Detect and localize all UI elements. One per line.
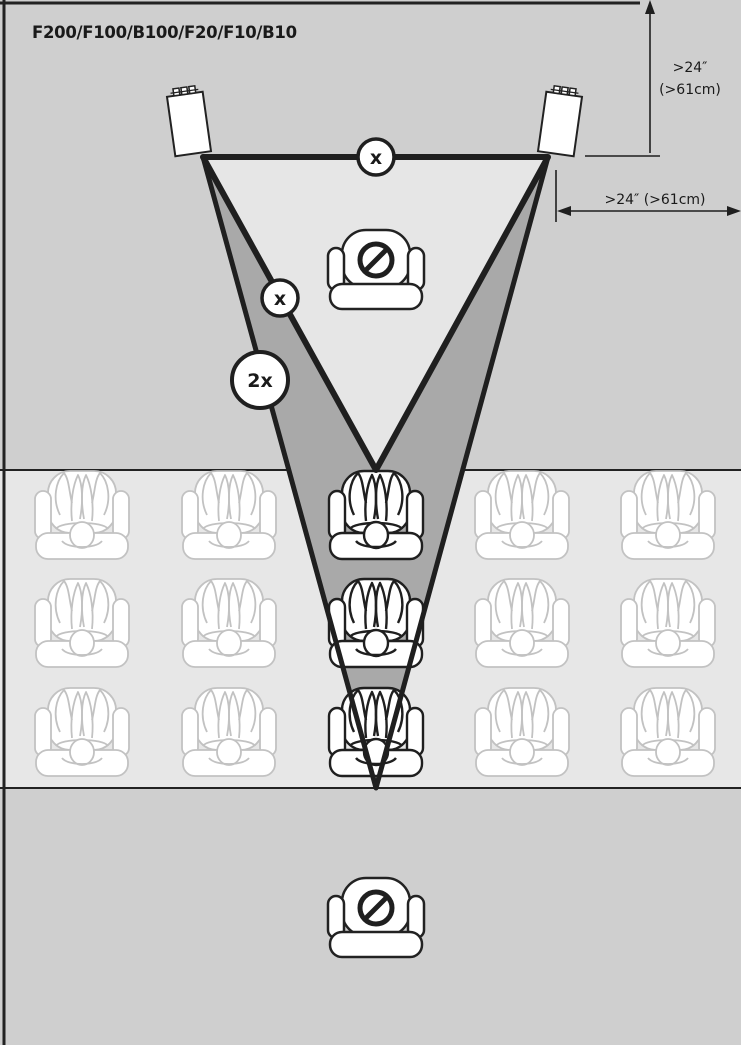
vertical-dimension-line2: (>61cm) [659,82,721,98]
audience-seat [621,688,715,776]
listener-seat [329,579,423,667]
audience-seat [475,471,569,559]
listener-seat [329,471,423,559]
listener-seat [329,688,423,776]
audience-seat [475,579,569,667]
audience-seat [621,471,715,559]
audience-seat [182,471,276,559]
listener-distance-badge: x [262,280,298,316]
vertical-dimension-line1: >24″ [673,60,708,76]
max-distance-label: 2x [247,370,272,392]
model-title: F200/F100/B100/F20/F10/B10 [32,23,297,42]
audience-seat [182,688,276,776]
audience-seat [182,579,276,667]
speaker-span-badge: x [358,139,394,175]
audience-seat [475,688,569,776]
listener-distance-label: x [274,288,286,310]
speaker-span-label: x [370,147,382,169]
audience-seat [621,579,715,667]
audience-seat [35,579,129,667]
audience-seat [35,688,129,776]
active-seat-column [329,471,423,776]
side-dimension-label: >24″ (>61cm) [604,192,705,208]
audience-seat [35,471,129,559]
max-distance-badge: 2x [232,352,288,408]
